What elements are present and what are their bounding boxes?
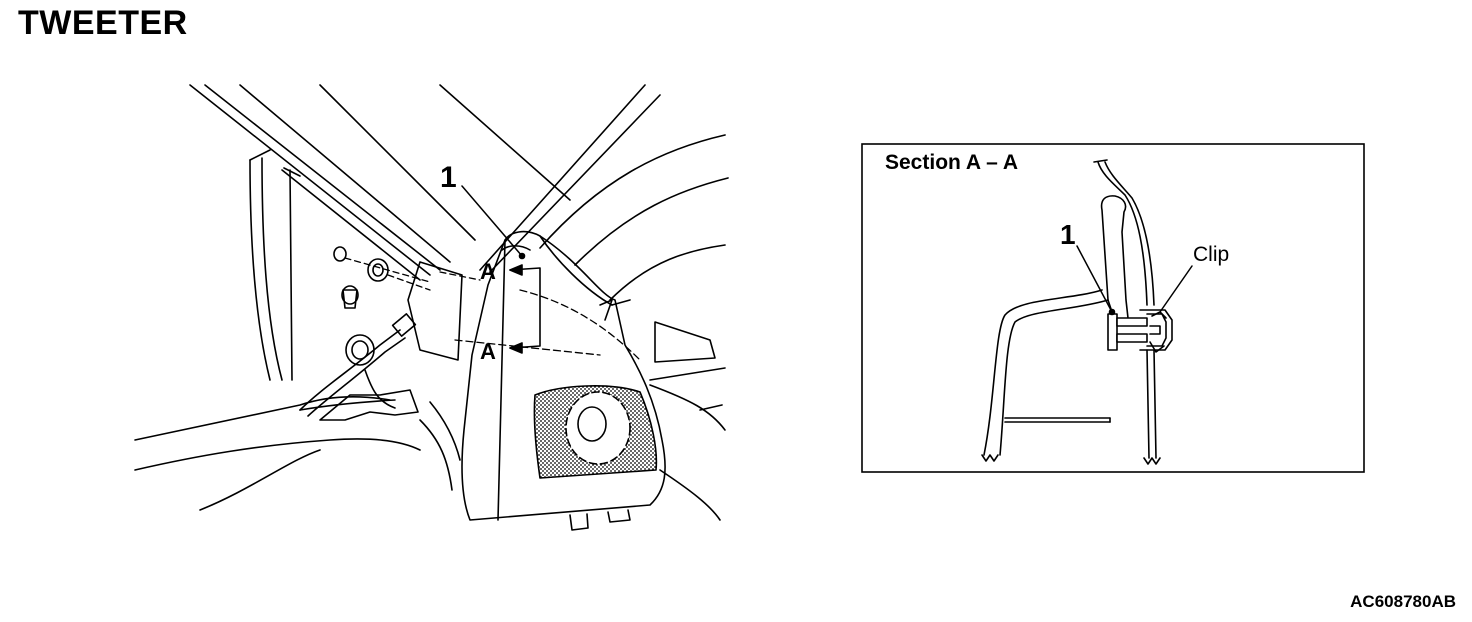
section-cut-markers bbox=[509, 264, 541, 354]
section-view-drawing bbox=[981, 159, 1193, 465]
clip-leader bbox=[1159, 265, 1193, 313]
callout-1-label: 1 bbox=[440, 161, 457, 194]
clip-holes bbox=[333, 246, 389, 366]
main-illustration bbox=[134, 84, 729, 531]
dashboard bbox=[134, 321, 726, 521]
page-title: TWEETER bbox=[18, 4, 188, 42]
section-callout-1-leader bbox=[1076, 245, 1113, 313]
section-callout-1-label: 1 bbox=[1060, 219, 1076, 250]
a-pillar-frame bbox=[189, 84, 729, 381]
mounting-bracket bbox=[407, 261, 463, 361]
callout-1-leader bbox=[461, 185, 523, 257]
section-marker-a-lower: A bbox=[480, 339, 496, 364]
section-marker-a-upper: A bbox=[480, 259, 496, 284]
clip-label: Clip bbox=[1193, 243, 1229, 266]
figure-code: AC608780AB bbox=[1350, 592, 1456, 611]
tweeter-garnish bbox=[454, 230, 666, 531]
section-view-frame bbox=[861, 143, 1365, 473]
section-view-heading: Section A – A bbox=[885, 151, 1018, 174]
